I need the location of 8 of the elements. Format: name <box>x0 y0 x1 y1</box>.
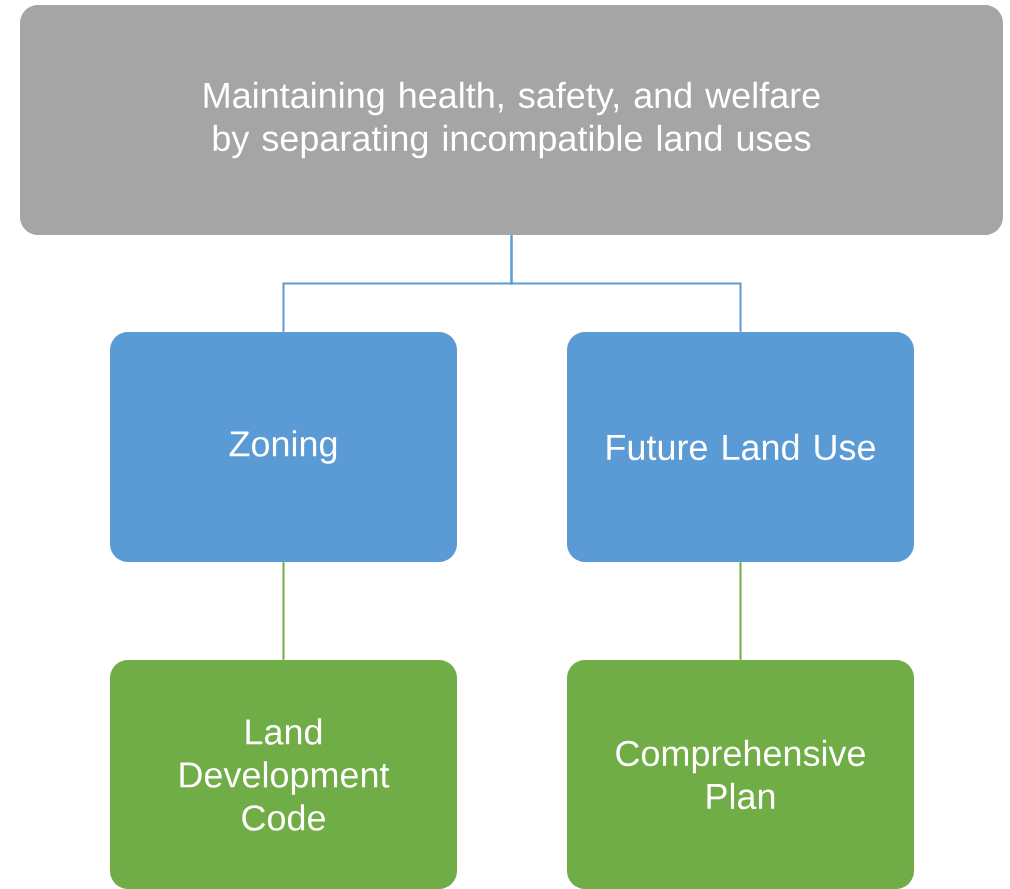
connector-line <box>739 561 742 661</box>
connector-line <box>282 561 285 661</box>
document-box: Land Development Code <box>110 660 457 889</box>
goal-box: Maintaining health, safety, and welfare by separating incompatible land uses <box>20 5 1003 235</box>
document-box: Comprehensive Plan <box>567 660 914 889</box>
topic-box: Zoning <box>110 332 457 562</box>
connector-line <box>510 234 742 333</box>
topic-box: Future Land Use <box>567 332 914 562</box>
